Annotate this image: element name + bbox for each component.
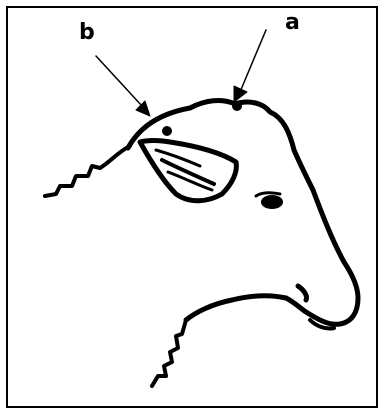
neck-back-outline <box>45 146 130 196</box>
face-profile-outline <box>313 190 358 324</box>
arrow-b-shaft <box>96 56 142 106</box>
nostril <box>298 286 307 300</box>
inner-ear-shade-2 <box>156 150 200 166</box>
point-a-marker <box>232 101 242 111</box>
arrow-b-head <box>136 101 150 116</box>
arrow-a-shaft <box>240 30 266 92</box>
arrow-a-head <box>234 86 247 102</box>
throat-outline <box>152 320 186 386</box>
jaw-outline <box>186 296 286 320</box>
head-crown-outline <box>128 101 313 190</box>
label-a: a <box>285 12 300 34</box>
eye <box>262 196 282 208</box>
label-b: b <box>79 22 95 44</box>
point-b-marker <box>162 126 172 136</box>
